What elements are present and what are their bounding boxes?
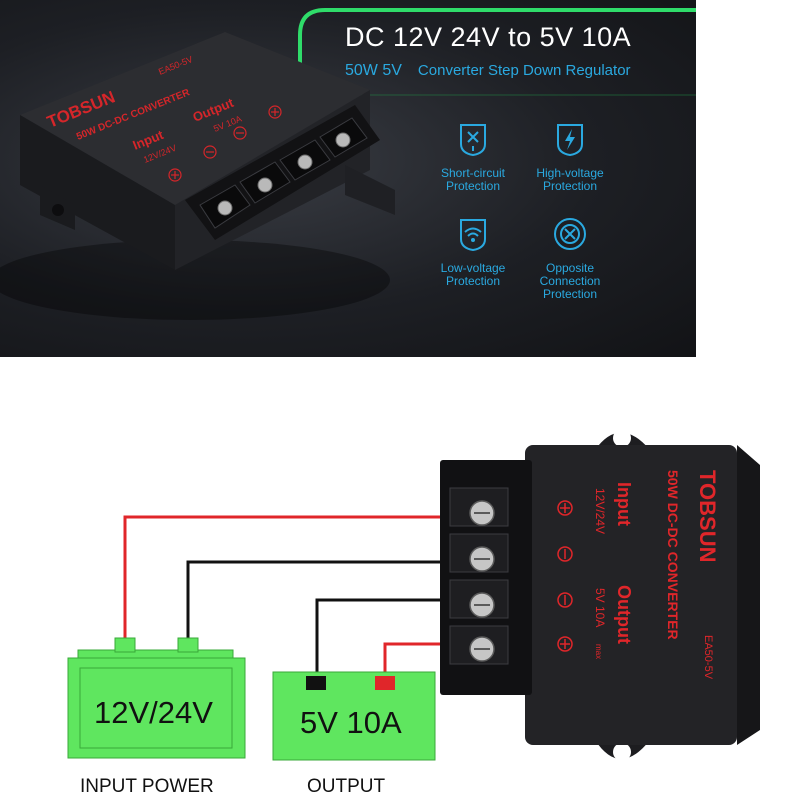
wire-output-negative bbox=[315, 598, 470, 678]
device-type-text: 50W DC-DC CONVERTER bbox=[665, 470, 681, 640]
feature-label-3-line-0: Opposite bbox=[545, 261, 595, 275]
feature-label-2-line-0: Low-voltage bbox=[440, 261, 506, 275]
device-input-label: Input bbox=[614, 482, 634, 526]
converter-product-image: TOBSUN EA50-5V 50W DC-DC CONVERTER Input… bbox=[0, 32, 395, 320]
wiring-diagram: TOBSUN EA50-5V 50W DC-DC CONVERTER Input… bbox=[0, 360, 800, 800]
feature-label-2-line-1: Protection bbox=[445, 274, 501, 288]
device-model-text: EA50-5V bbox=[702, 635, 714, 680]
subtitle-description: Converter Step Down Regulator bbox=[417, 62, 631, 79]
device-input-value: 12V/24V bbox=[593, 488, 607, 534]
wire-input-negative bbox=[186, 560, 470, 650]
short-circuit-icon bbox=[460, 124, 486, 157]
wire-input-positive bbox=[123, 515, 470, 650]
device-output-value: 5V 10A bbox=[593, 588, 607, 627]
output-battery bbox=[272, 671, 436, 761]
input-battery bbox=[67, 637, 246, 759]
converter-device: TOBSUN EA50-5V 50W DC-DC CONVERTER Input… bbox=[440, 429, 760, 761]
input-power-caption: INPUT POWER bbox=[80, 776, 214, 797]
input-battery-label: 12V/24V bbox=[94, 695, 213, 730]
headline-frame-line bbox=[298, 8, 696, 95]
output-caption: OUTPUT bbox=[307, 776, 386, 797]
feature-low-voltage: Low-voltage Protection bbox=[418, 217, 528, 288]
headline: DC 12V 24V to 5V 10A bbox=[345, 22, 632, 52]
feature-label-0-line-0: Short-circuit bbox=[440, 166, 505, 180]
feature-opposite-connection: Opposite Connection Protection bbox=[515, 217, 625, 301]
wifi-low-icon bbox=[460, 219, 486, 252]
feature-label-3-line-1: Connection bbox=[539, 274, 601, 288]
device-brand-text: TOBSUN bbox=[695, 470, 720, 563]
wiring-graphics: TOBSUN EA50-5V 50W DC-DC CONVERTER Input… bbox=[67, 429, 760, 761]
feature-short-circuit: Short-circuit Protection bbox=[418, 122, 528, 193]
lightning-icon bbox=[557, 124, 583, 157]
subtitle: 50W 5V Converter Step Down Regulator bbox=[345, 62, 631, 80]
feature-label-3-line-2: Protection bbox=[542, 287, 598, 301]
banner-graphics: TOBSUN EA50-5V 50W DC-DC CONVERTER Input… bbox=[0, 8, 696, 320]
cross-circle-icon bbox=[554, 218, 586, 250]
feature-label-1-line-0: High-voltage bbox=[536, 166, 604, 180]
product-banner: TOBSUN EA50-5V 50W DC-DC CONVERTER Input… bbox=[0, 0, 696, 357]
feature-high-voltage: High-voltage Protection bbox=[515, 122, 625, 193]
device-output-label: Output bbox=[614, 585, 634, 644]
subtitle-power: 50W 5V bbox=[345, 62, 402, 79]
feature-label-1-line-1: Protection bbox=[542, 179, 598, 193]
output-battery-label: 5V 10A bbox=[300, 705, 402, 740]
feature-label-0-line-1: Protection bbox=[445, 179, 501, 193]
device-output-max: max bbox=[594, 644, 603, 659]
